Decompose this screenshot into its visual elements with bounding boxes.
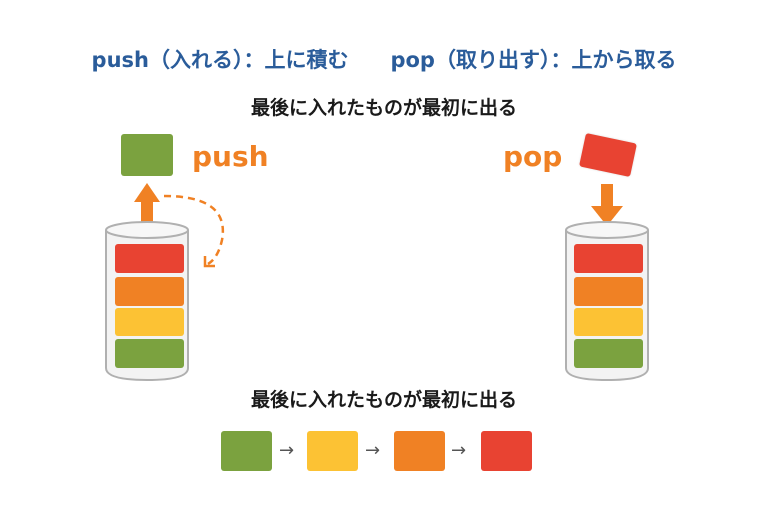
push-stack-block-4 bbox=[115, 339, 184, 368]
pop-stack-block-4 bbox=[574, 339, 643, 368]
sequence-block-4 bbox=[481, 431, 532, 471]
push-stack-block-3 bbox=[115, 308, 184, 336]
pop-down-arrow-icon bbox=[591, 184, 623, 226]
push-moving-block bbox=[121, 134, 173, 176]
subtitle-bottom: 最後に入れたものが最初に出る bbox=[250, 389, 517, 411]
sequence-arrow-icon-2: → bbox=[365, 440, 381, 461]
pop-stack-block-2 bbox=[574, 277, 643, 306]
push-label: push bbox=[192, 140, 269, 173]
pop-stack-block-3 bbox=[574, 308, 643, 336]
push-curved-dashed-arrow-icon bbox=[163, 194, 225, 268]
push-up-arrow-icon bbox=[134, 183, 160, 227]
sequence-arrow-icon-3: → bbox=[451, 440, 467, 461]
page-title: push（入れる）：上に積む pop（取り出す）：上から取る bbox=[91, 48, 677, 72]
pop-stack-block-1 bbox=[574, 244, 643, 273]
sequence-block-3 bbox=[394, 431, 445, 471]
sequence-block-1 bbox=[221, 431, 272, 471]
push-stack-block-2 bbox=[115, 277, 184, 306]
push-stack-block-1 bbox=[115, 244, 184, 273]
sequence-block-2 bbox=[307, 431, 358, 471]
pop-label: pop bbox=[503, 140, 563, 173]
sequence-arrow-icon-1: → bbox=[279, 440, 295, 461]
subtitle-top: 最後に入れたものが最初に出る bbox=[250, 97, 517, 119]
